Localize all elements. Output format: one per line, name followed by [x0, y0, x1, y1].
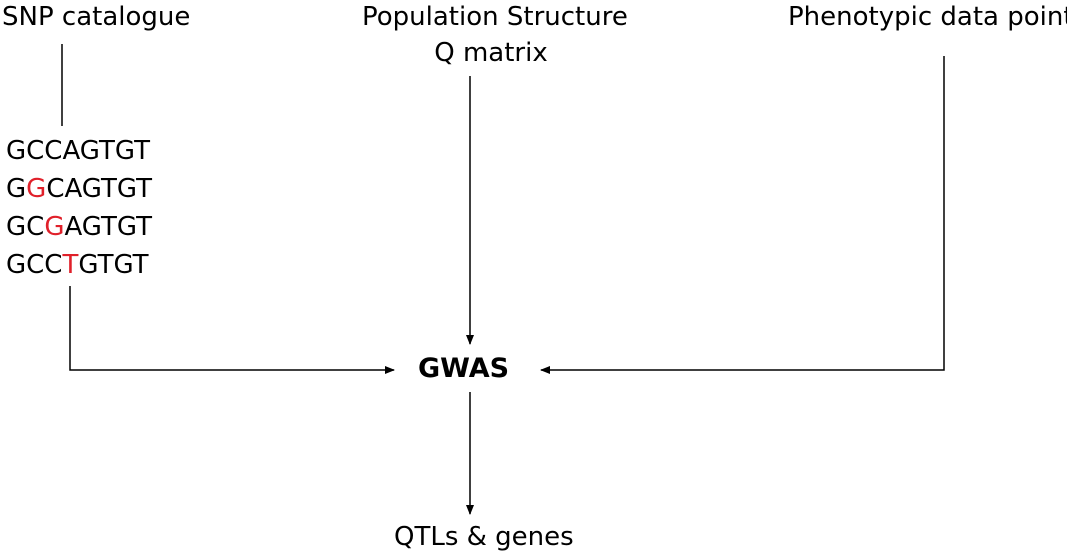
- qtls-genes-node: QTLs & genes: [394, 522, 574, 552]
- q-matrix-label: Q matrix: [434, 38, 548, 68]
- snp-highlight: G: [26, 174, 47, 204]
- snp-highlight: G: [44, 212, 65, 242]
- population-structure-label: Population Structure: [362, 2, 628, 32]
- sequence-row: GCCTGTGT: [6, 250, 149, 280]
- gwas-node: GWAS: [418, 353, 510, 384]
- sequences-to-gwas-arrow: [69, 286, 395, 374]
- phenotypic-to-gwas-arrow: [540, 56, 945, 374]
- snp-catalogue-label: SNP catalogue: [2, 2, 191, 32]
- snp-sequence-list: GCCAGTGT GGCAGTGT GCGAGTGT GCCTGTGT: [6, 132, 152, 284]
- sequence-row: GCCAGTGT: [6, 136, 150, 166]
- snp-highlight: T: [62, 250, 79, 280]
- sequence-row: GGCAGTGT: [6, 174, 153, 204]
- phenotypic-data-label: Phenotypic data point: [788, 2, 1067, 32]
- sequence-row: GCGAGTGT: [6, 212, 153, 242]
